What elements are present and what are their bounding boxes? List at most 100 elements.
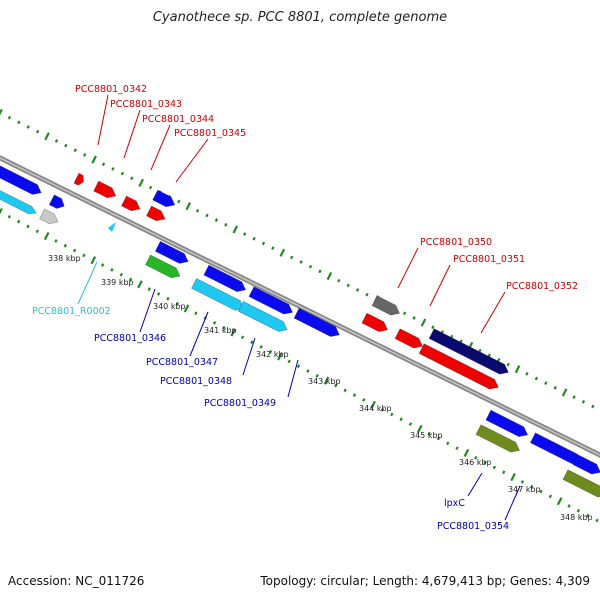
gene-arrow-0352-red — [418, 343, 499, 390]
leader-gR0002 — [77, 261, 98, 305]
outer-ring-tick — [271, 246, 275, 250]
outer-ring-tick — [35, 129, 40, 134]
outer-ring-tick — [290, 255, 294, 260]
gene-label-g0354: PCC8801_0354 — [437, 521, 509, 532]
outer-ring-tick — [224, 222, 228, 227]
leader-g0343 — [123, 109, 141, 159]
inner-ring-tick — [427, 431, 431, 436]
leader-g0351 — [429, 264, 451, 307]
gene-arrow-0351 — [394, 328, 423, 349]
inner-ring-tick — [315, 374, 319, 378]
gene-arrow-0345 — [146, 205, 166, 222]
gene-labels: PCC8801_0342PCC8801_0343PCC8801_0344PCC8… — [32, 84, 578, 532]
inner-ring-tick — [240, 335, 245, 340]
outer-ring-tick — [308, 264, 313, 269]
gene-arrow-left-cyan — [0, 186, 37, 214]
outer-tick-ring — [0, 108, 595, 409]
outer-ring-tick — [412, 316, 416, 320]
inner-ring-tick — [323, 376, 330, 385]
outer-ring-tick — [185, 202, 191, 211]
outer-ring-tick — [252, 236, 256, 241]
inner-ring-tick — [334, 383, 338, 388]
inner-ring-tick — [399, 417, 403, 422]
inner-ring-tick — [306, 369, 310, 373]
outer-ring-tick — [525, 372, 529, 376]
outer-ring-tick — [17, 120, 21, 125]
inner-ring-tick — [63, 243, 67, 248]
outer-ring-tick — [44, 132, 50, 141]
inner-ring-tick — [110, 267, 114, 272]
inner-ring-tick — [7, 214, 11, 219]
outer-ring-tick — [205, 213, 209, 218]
inner-ring-tick — [156, 292, 161, 296]
outer-ring-tick — [581, 399, 586, 404]
inner-ring-tick — [100, 263, 105, 267]
gene-arrow-lpxC-olive — [475, 424, 520, 453]
outer-ring-tick — [120, 171, 124, 176]
gene-label-g0348: PCC8801_0348 — [160, 376, 232, 387]
leader-g0346 — [139, 288, 156, 333]
outer-ring-tick — [572, 395, 576, 399]
gene-arrow-0354-olive — [562, 469, 600, 498]
inner-ring-tick — [492, 465, 497, 470]
inner-ring-tick — [586, 513, 590, 518]
inner-ring-tick — [548, 494, 553, 499]
gene-label-g0350: PCC8801_0350 — [420, 237, 492, 248]
inner-ring-tick — [259, 345, 263, 349]
outer-ring-tick — [431, 325, 435, 330]
inner-ring-tick — [194, 311, 198, 316]
inner-ring-tick — [352, 393, 357, 397]
inner-ring-tick — [539, 489, 543, 494]
outer-ring-tick — [514, 365, 521, 374]
inner-ring-tick — [556, 497, 563, 506]
outer-ring-tick — [214, 218, 219, 222]
inner-ring-tick — [43, 232, 50, 241]
inner-ring-tick — [567, 504, 571, 508]
inner-ring-tick — [502, 470, 506, 475]
inner-tick-ring — [0, 207, 599, 523]
leader-g0348 — [242, 337, 256, 376]
inner-ring-tick — [250, 340, 254, 344]
inner-ring-tick — [54, 239, 58, 243]
inner-ring-tick — [230, 328, 237, 337]
inner-ring-tick — [390, 412, 394, 417]
outer-ring-tick — [534, 376, 539, 381]
outer-ring-tick — [365, 292, 369, 297]
inner-ring-tick — [576, 508, 581, 513]
inner-ring-tick — [296, 364, 301, 369]
inner-ring-tick — [277, 352, 283, 361]
gene-label-lpxC: lpxC — [444, 498, 465, 509]
inner-ring-tick — [510, 473, 516, 482]
gene-arrow-0347 — [203, 264, 247, 292]
inner-ring-tick — [446, 441, 450, 446]
genome-title: Cyanothece sp. PCC 8801, complete genome — [152, 10, 448, 25]
leader-g0347 — [189, 311, 209, 357]
outer-ring-tick — [138, 178, 144, 187]
gene-arrow-R0002 — [108, 222, 116, 232]
outer-ring-tick — [337, 278, 341, 283]
outer-ring-tick — [83, 153, 87, 157]
inner-ring-tick — [128, 277, 133, 282]
leader-lpxC — [467, 472, 483, 497]
gene-arrow-left-blue — [0, 163, 42, 195]
inner-ring-tick — [35, 229, 39, 234]
outer-ring-tick — [553, 385, 557, 390]
gene-label-g0347: PCC8801_0347 — [146, 357, 218, 368]
outer-ring-tick — [101, 162, 106, 167]
outer-ring-tick — [0, 108, 3, 116]
gene-label-g0352: PCC8801_0352 — [506, 281, 578, 292]
outer-ring-tick — [279, 248, 286, 257]
outer-ring-tick — [232, 225, 239, 234]
inner-ring-tick — [119, 272, 123, 277]
gene-arrow-0348 — [248, 286, 293, 315]
inner-ring-tick — [268, 349, 273, 354]
outer-ring-tick — [195, 208, 200, 213]
outer-ring-tick — [54, 139, 59, 143]
inner-ring-tick — [436, 436, 441, 441]
outer-ring-tick — [299, 260, 303, 264]
gene-features — [0, 163, 600, 498]
gene-arrow-0343 — [93, 180, 117, 199]
inner-ring-tick — [416, 424, 423, 433]
outer-ring-tick — [326, 271, 333, 281]
